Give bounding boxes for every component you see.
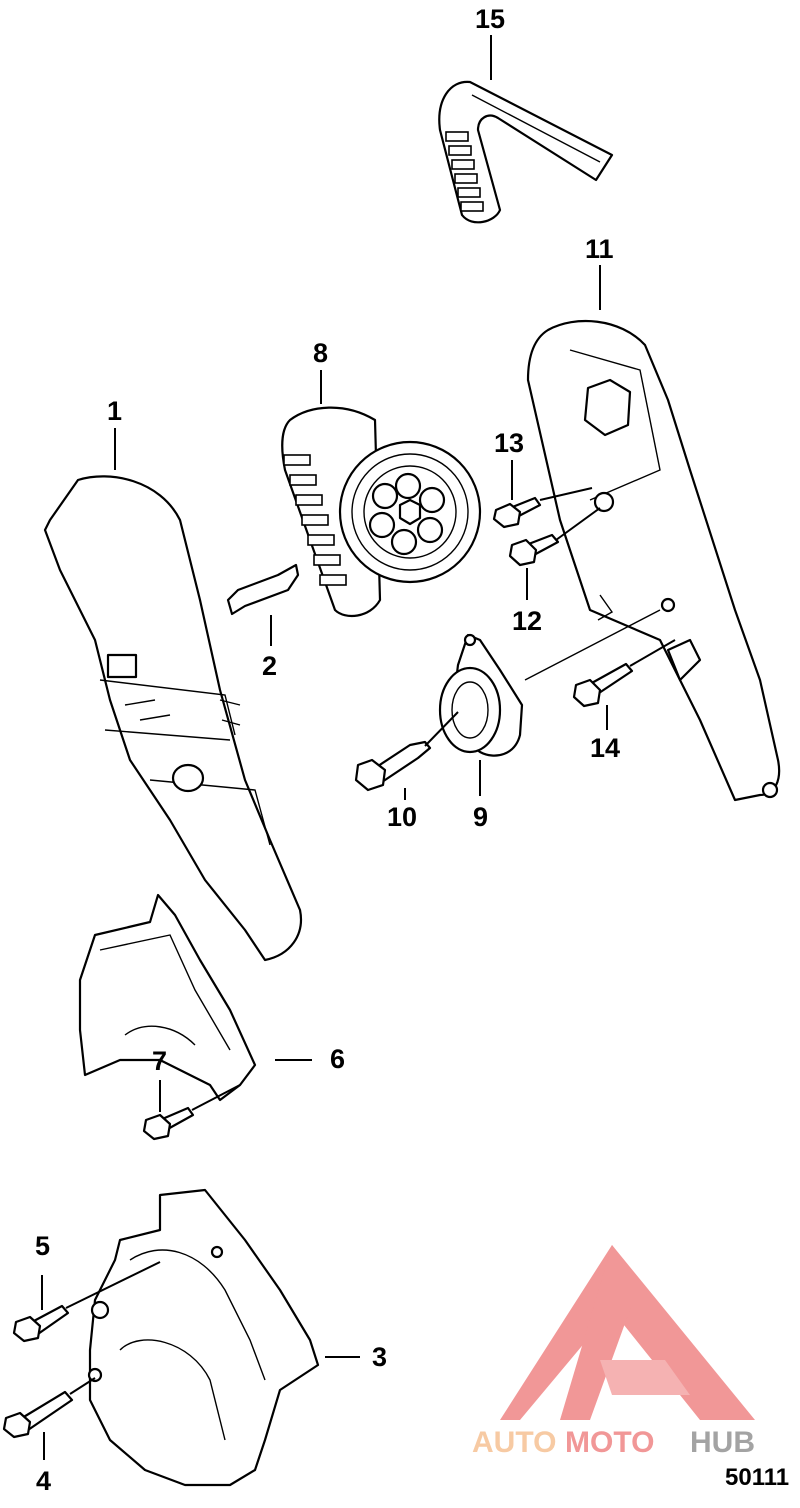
part-9-tensioner-pulley: [438, 633, 524, 757]
callout-12: 12: [512, 606, 542, 636]
part-11-rear-timing-cover: [526, 319, 781, 802]
logo-word-hub: HUB: [690, 1426, 755, 1459]
logo-triangle-mark: [500, 1245, 755, 1420]
callout-3: 3: [372, 1342, 387, 1372]
part-1-upper-timing-cover: [43, 475, 303, 962]
callout-9: 9: [473, 802, 488, 832]
part-12-bolt: [508, 507, 601, 567]
callout-7: 7: [152, 1046, 167, 1076]
callout-8: 8: [313, 338, 328, 368]
diagram-number: 50111: [725, 1464, 789, 1491]
logo-word-auto: AUTO: [472, 1426, 556, 1459]
part-3-lower-outer-cover: [87, 1188, 320, 1487]
part-5-bolt: [12, 1261, 161, 1343]
automotohub-logo: AUTO MOTO HUB: [472, 1245, 755, 1459]
part-14-bolt: [572, 639, 676, 708]
callout-14: 14: [590, 733, 620, 763]
callout-2: 2: [262, 651, 277, 681]
callout-4: 4: [36, 1466, 51, 1496]
part-8-timing-belt: [281, 406, 382, 618]
callout-15: 15: [475, 4, 505, 34]
part-7-bolt: [142, 1084, 241, 1141]
callout-5: 5: [35, 1231, 50, 1261]
callout-13: 13: [494, 428, 524, 458]
leader-lines: [41, 35, 608, 1460]
callout-11: 11: [585, 234, 614, 264]
callout-6: 6: [330, 1044, 345, 1074]
part-2-bracket: [226, 563, 300, 616]
part-13-bolt: [492, 487, 593, 529]
logo-word-moto: MOTO: [565, 1426, 654, 1459]
part-10-bolt: [354, 711, 459, 792]
part-6-lower-inner-cover: [78, 893, 257, 1102]
part-15-timing-belt-segment: [438, 80, 614, 224]
callout-10: 10: [387, 802, 417, 832]
camshaft-sprocket: [338, 440, 482, 584]
callout-1: 1: [107, 396, 122, 426]
part-4-bolt: [2, 1377, 96, 1439]
